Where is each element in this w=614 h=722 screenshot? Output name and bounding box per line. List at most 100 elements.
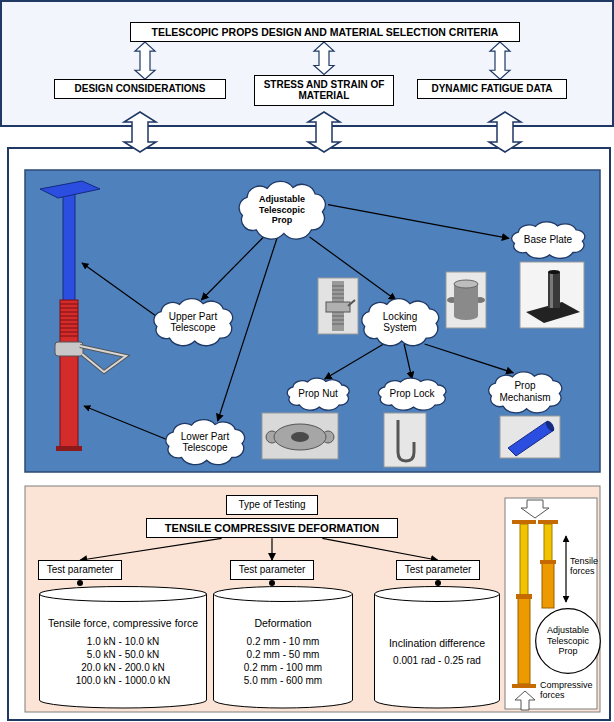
force-arrow (515, 691, 535, 710)
base-plate-photo (520, 262, 584, 328)
tube-highlight (550, 272, 553, 308)
node-label: Adjustable Telescopic Prop (546, 625, 591, 656)
text-group: DESIGN CONSIDERATIONS (61, 83, 219, 95)
photo-frame (262, 413, 338, 459)
arrow-connector (310, 237, 396, 300)
prop-pin (80, 346, 126, 372)
cylinder-body (214, 594, 353, 708)
prop-illustration (40, 181, 126, 451)
arrow-connector (271, 538, 272, 560)
block-arrow (308, 112, 340, 152)
thread-lines (60, 304, 78, 336)
nut-hole (291, 432, 309, 442)
node-label: DESIGN CONSIDERATIONS (61, 83, 219, 95)
criteria-item-box: DESIGN CONSIDERATIONS (54, 79, 226, 99)
text-group: Upper Part Telescope (164, 311, 223, 334)
block-connector (490, 42, 510, 79)
cloud-node: Prop Mechanism (486, 373, 564, 411)
details-panel (8, 148, 610, 720)
prop-sleeve (542, 562, 554, 608)
cloud-node: Locking System (359, 300, 441, 344)
node-label: Test parameter (45, 564, 115, 576)
prop-collar (516, 594, 532, 599)
node-label: TELESCOPIC PROPS DESIGN AND MATERIAL SEL… (137, 26, 513, 38)
upper-tube (63, 194, 75, 306)
criteria-item-box: STRESS AND STRAIN OF MATERIAL (254, 75, 394, 106)
text-group: Inclination difference0.001 rad - 0.25 r… (382, 637, 492, 667)
photo-frame (520, 262, 584, 328)
text-group: Locking System (371, 311, 428, 334)
cyl-outline (39, 586, 207, 708)
value-text: 20.0 kN - 200.0 kN (47, 661, 199, 674)
cloud-node: Prop Lock (376, 379, 448, 409)
value-text: 0.2 mm - 50 mm (221, 648, 345, 661)
prop-pin (80, 346, 126, 372)
nut-top (454, 280, 478, 288)
lower-tube (60, 300, 78, 448)
force-label: Compressive forces (540, 680, 600, 701)
clamp-pin (348, 300, 355, 306)
node-label: Test parameter (403, 564, 473, 576)
circle-shape (536, 609, 601, 674)
value-text: 100.0 kN - 1000.0 kN (47, 674, 199, 687)
arrow-connector (322, 538, 438, 560)
cloud-shape (378, 378, 445, 410)
arrow-connector (201, 237, 263, 300)
prop-collar (540, 560, 556, 564)
cloud-shape (239, 181, 325, 239)
node-label: Base Plate (521, 234, 576, 246)
testing-name-box: TENSILE COMPRESSIVE DEFORMATION (146, 518, 398, 539)
criteria-item-box: DYNAMIC FATIGUE DATA (417, 79, 567, 99)
text-group: Adjustable Telescopic Prop (250, 194, 314, 225)
cloud-node: Upper Part Telescope (151, 300, 235, 344)
criteria-panel (1, 1, 613, 126)
plate-tube (548, 272, 560, 308)
cloud-shape (287, 378, 349, 410)
prop-tube (520, 524, 528, 598)
text-group: Prop Lock (387, 388, 437, 400)
node-label: Lower Part Telescope (176, 431, 235, 454)
node-label: Tensile force, compressive force (47, 617, 199, 629)
prop-plate (538, 520, 558, 524)
node-label: Upper Part Telescope (164, 311, 223, 334)
text-group: DYNAMIC FATIGUE DATA (424, 83, 560, 95)
branch-dot (269, 580, 275, 586)
photo-frame (384, 413, 426, 467)
nut-body (454, 284, 478, 316)
testing-type-box: Type of Testing (226, 495, 318, 515)
tensile-arrow (565, 536, 566, 602)
text-group: Lower Part Telescope (176, 431, 235, 454)
cylinder-body (375, 594, 500, 708)
cylinder-top (214, 587, 353, 602)
value-text: 0.2 mm - 100 mm (221, 661, 345, 674)
node-label: DYNAMIC FATIGUE DATA (424, 83, 560, 95)
force-label: Tensile forces (570, 556, 602, 577)
node-label: Type of Testing (233, 499, 311, 511)
text-group: Test parameter (237, 564, 307, 576)
cloud-shape (489, 372, 562, 413)
text-group: Deformation0.2 mm - 10 mm0.2 mm - 50 mm0… (221, 617, 345, 686)
top-plate (40, 181, 100, 198)
text-group: TELESCOPIC PROPS DESIGN AND MATERIAL SEL… (137, 26, 513, 38)
cloud-shape (166, 420, 245, 465)
block-arrow (489, 112, 521, 152)
branch-dot (435, 580, 441, 586)
prop-plate (512, 684, 536, 688)
block-connector (314, 42, 334, 74)
arrow-connector (404, 344, 412, 379)
value-text: 5.0 kN - 50.0 kN (47, 648, 199, 661)
leader-line (84, 406, 168, 440)
inset-panel (505, 498, 597, 709)
text-group: Type of Testing (233, 499, 311, 511)
arrow-connector (325, 344, 384, 379)
node-label: Prop Mechanism (498, 380, 553, 403)
arrow-connector (328, 205, 509, 239)
test-parameter-box: Test parameter (396, 560, 480, 580)
photo-frame (318, 278, 358, 334)
node-label: Prop Nut (295, 388, 341, 400)
cloud-node: Prop Nut (285, 379, 351, 409)
test-parameter-box: Test parameter (230, 560, 314, 580)
cloud-shape (154, 299, 233, 346)
branch-dot (77, 580, 83, 586)
